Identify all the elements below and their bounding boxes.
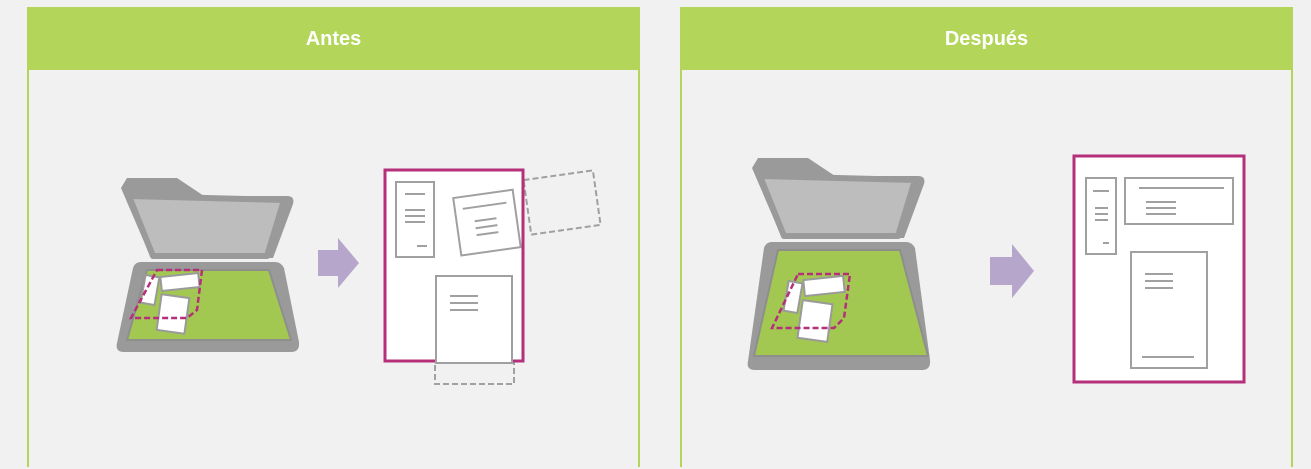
panel-after: Después — [680, 7, 1293, 467]
after-illustration — [682, 70, 1291, 469]
panel-before-title: Antes — [306, 28, 362, 51]
scanner-icon — [117, 178, 299, 352]
scan-result — [385, 170, 601, 384]
panel-before-header: Antes — [29, 9, 638, 70]
arrow-icon — [990, 244, 1034, 298]
arrow-icon — [318, 238, 359, 288]
panel-after-title: Después — [945, 28, 1028, 51]
scan-result — [1074, 156, 1244, 382]
before-illustration — [29, 70, 638, 469]
panel-before: Antes — [27, 7, 640, 467]
panel-after-header: Después — [682, 9, 1291, 70]
scanner-icon — [748, 158, 930, 370]
